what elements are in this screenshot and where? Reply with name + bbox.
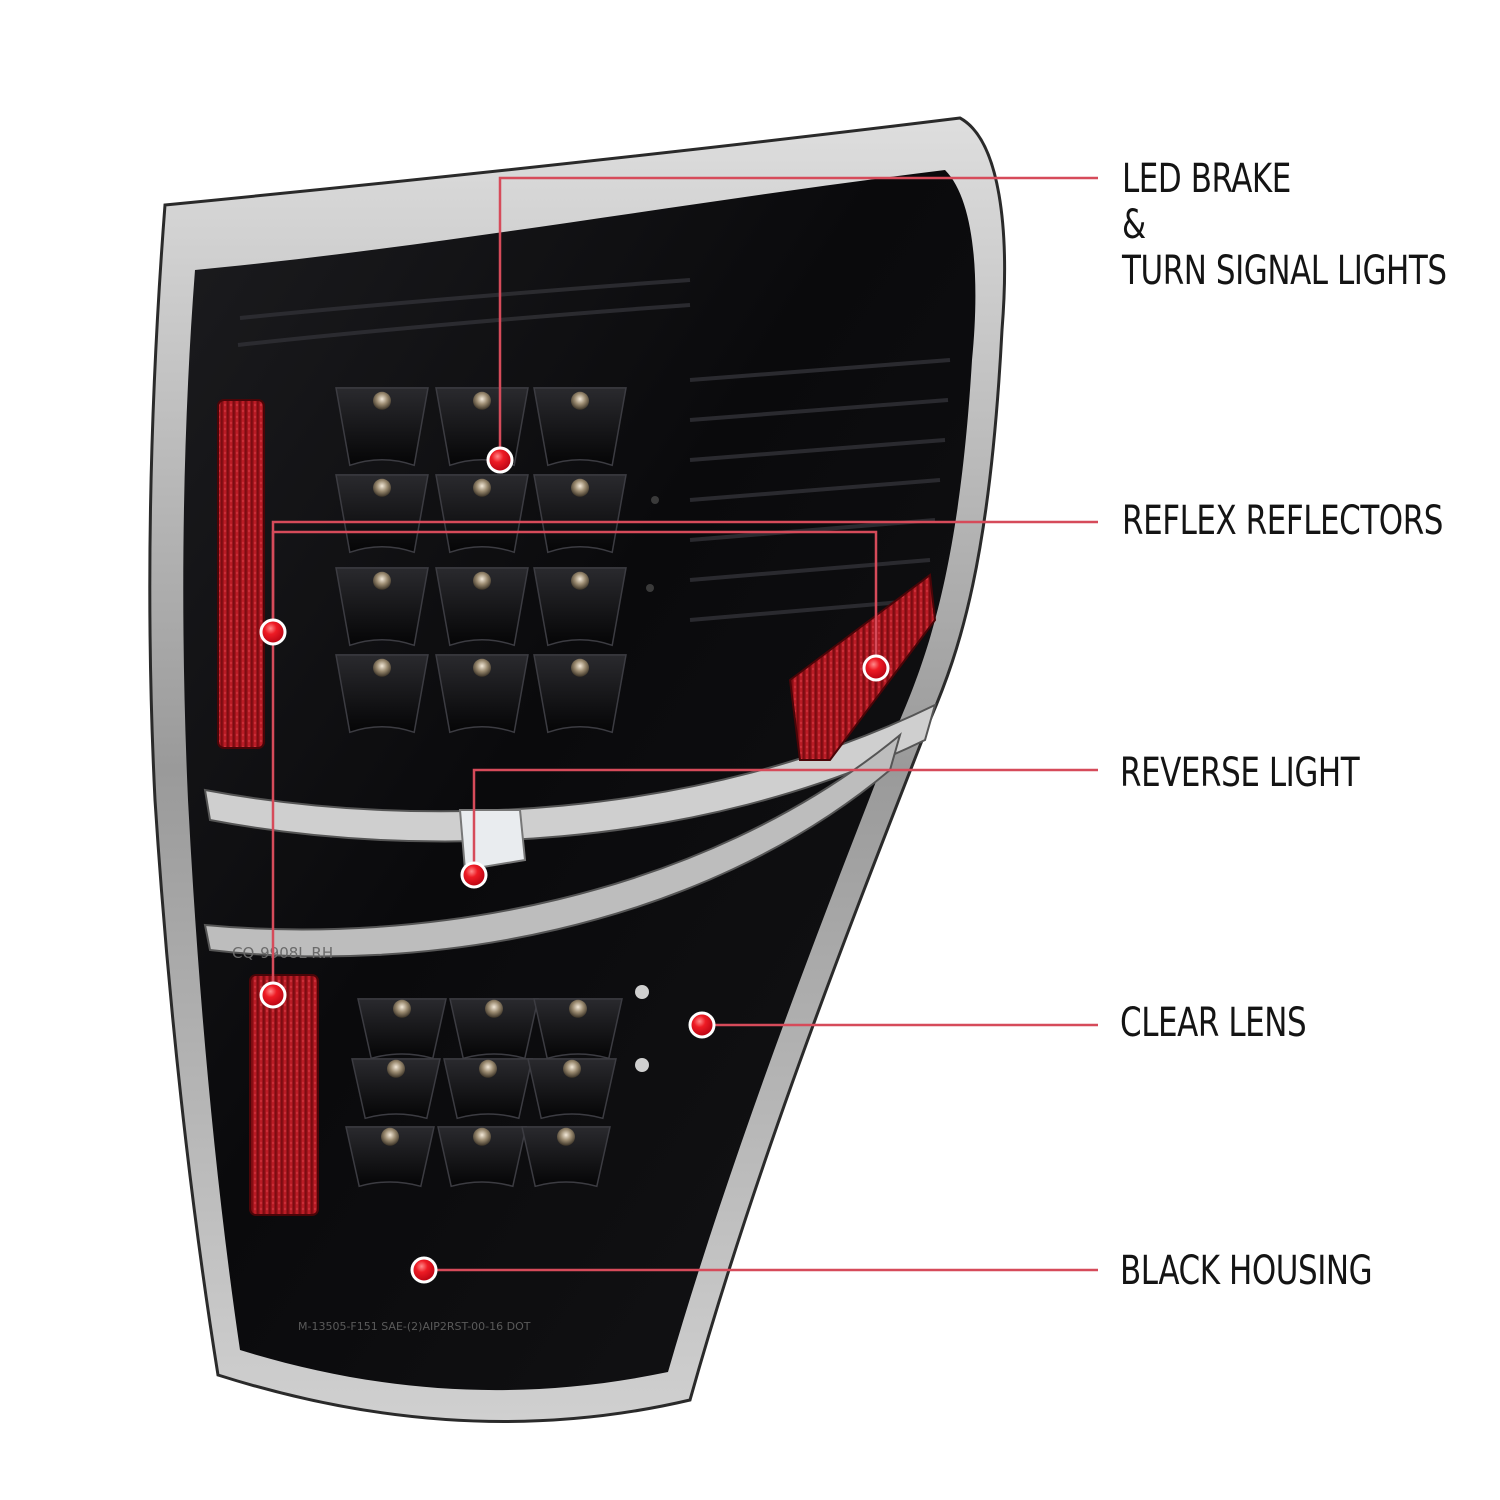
housing-ridges — [237, 278, 951, 622]
led-bulb — [533, 998, 623, 1060]
lens-upper-marking: CQ-9908L RH — [232, 944, 333, 962]
callout-label-clear-lens: CLEAR LENS — [1120, 1000, 1307, 1046]
led-bulb — [435, 474, 529, 554]
led-bulb — [357, 998, 447, 1060]
lens-bottom-marking: M-13505-F151 SAE-(2)AIP2RST-00-16 DOT — [298, 1320, 531, 1333]
callout-dots — [259, 446, 890, 1284]
led-bulb — [449, 998, 539, 1060]
callout-line-reflex-lower — [271, 530, 878, 995]
callout-line-led-brake — [498, 176, 1098, 458]
callout-dot-reflex-side — [862, 654, 890, 682]
callout-label-reflex-reflectors: REFLEX REFLECTORS — [1122, 498, 1444, 544]
callout-line-reverse — [472, 768, 1098, 875]
led-bulb — [335, 474, 429, 554]
callout-dot-reflex-lower — [259, 981, 287, 1009]
led-bulb — [335, 387, 429, 467]
led-bulb — [437, 1126, 527, 1188]
led-bulb — [335, 654, 429, 734]
led-bulb — [435, 654, 529, 734]
callout-label-led-brake-line1: LED BRAKE — [1122, 156, 1291, 202]
callout-dot-led-brake — [486, 446, 514, 474]
callout-label-led-brake-line2: & — [1122, 202, 1146, 248]
callout-label-led-brake: LED BRAKE & TURN SIGNAL LIGHTS — [1122, 156, 1447, 294]
callout-lines — [271, 176, 1098, 1272]
led-bulb — [335, 567, 429, 647]
callout-label-reverse-light: REVERSE LIGHT — [1120, 750, 1360, 796]
lower-reflex-reflector — [249, 974, 319, 1216]
callout-dot-black-housing — [410, 1256, 438, 1284]
reverse-light-lens — [458, 809, 527, 872]
led-bulb — [521, 1126, 611, 1188]
led-bulb — [533, 474, 627, 554]
callout-label-black-housing: BLACK HOUSING — [1120, 1248, 1373, 1294]
led-bulb — [345, 1126, 435, 1188]
led-bulb — [533, 654, 627, 734]
clear-lens-side-led — [635, 985, 649, 999]
housing-pin — [646, 584, 654, 592]
chrome-divider-bar — [203, 703, 937, 843]
led-bulb — [443, 1058, 533, 1120]
led-bulb — [435, 567, 529, 647]
led-bulb — [435, 387, 529, 467]
side-reflex-reflector — [788, 573, 937, 761]
led-bulb — [351, 1058, 441, 1120]
led-bulb — [533, 567, 627, 647]
clear-lens-side-led — [635, 1058, 649, 1072]
lower-led-array — [345, 998, 623, 1188]
upper-reflex-reflector — [217, 399, 265, 749]
callout-dot-reflex-upper — [259, 618, 287, 646]
callout-label-led-brake-line3: TURN SIGNAL LIGHTS — [1122, 248, 1447, 294]
led-bulb — [527, 1058, 617, 1120]
led-bulb — [533, 387, 627, 467]
housing-pin — [651, 496, 659, 504]
callout-dot-clear-lens — [688, 1011, 716, 1039]
callout-dot-reverse — [460, 861, 488, 889]
